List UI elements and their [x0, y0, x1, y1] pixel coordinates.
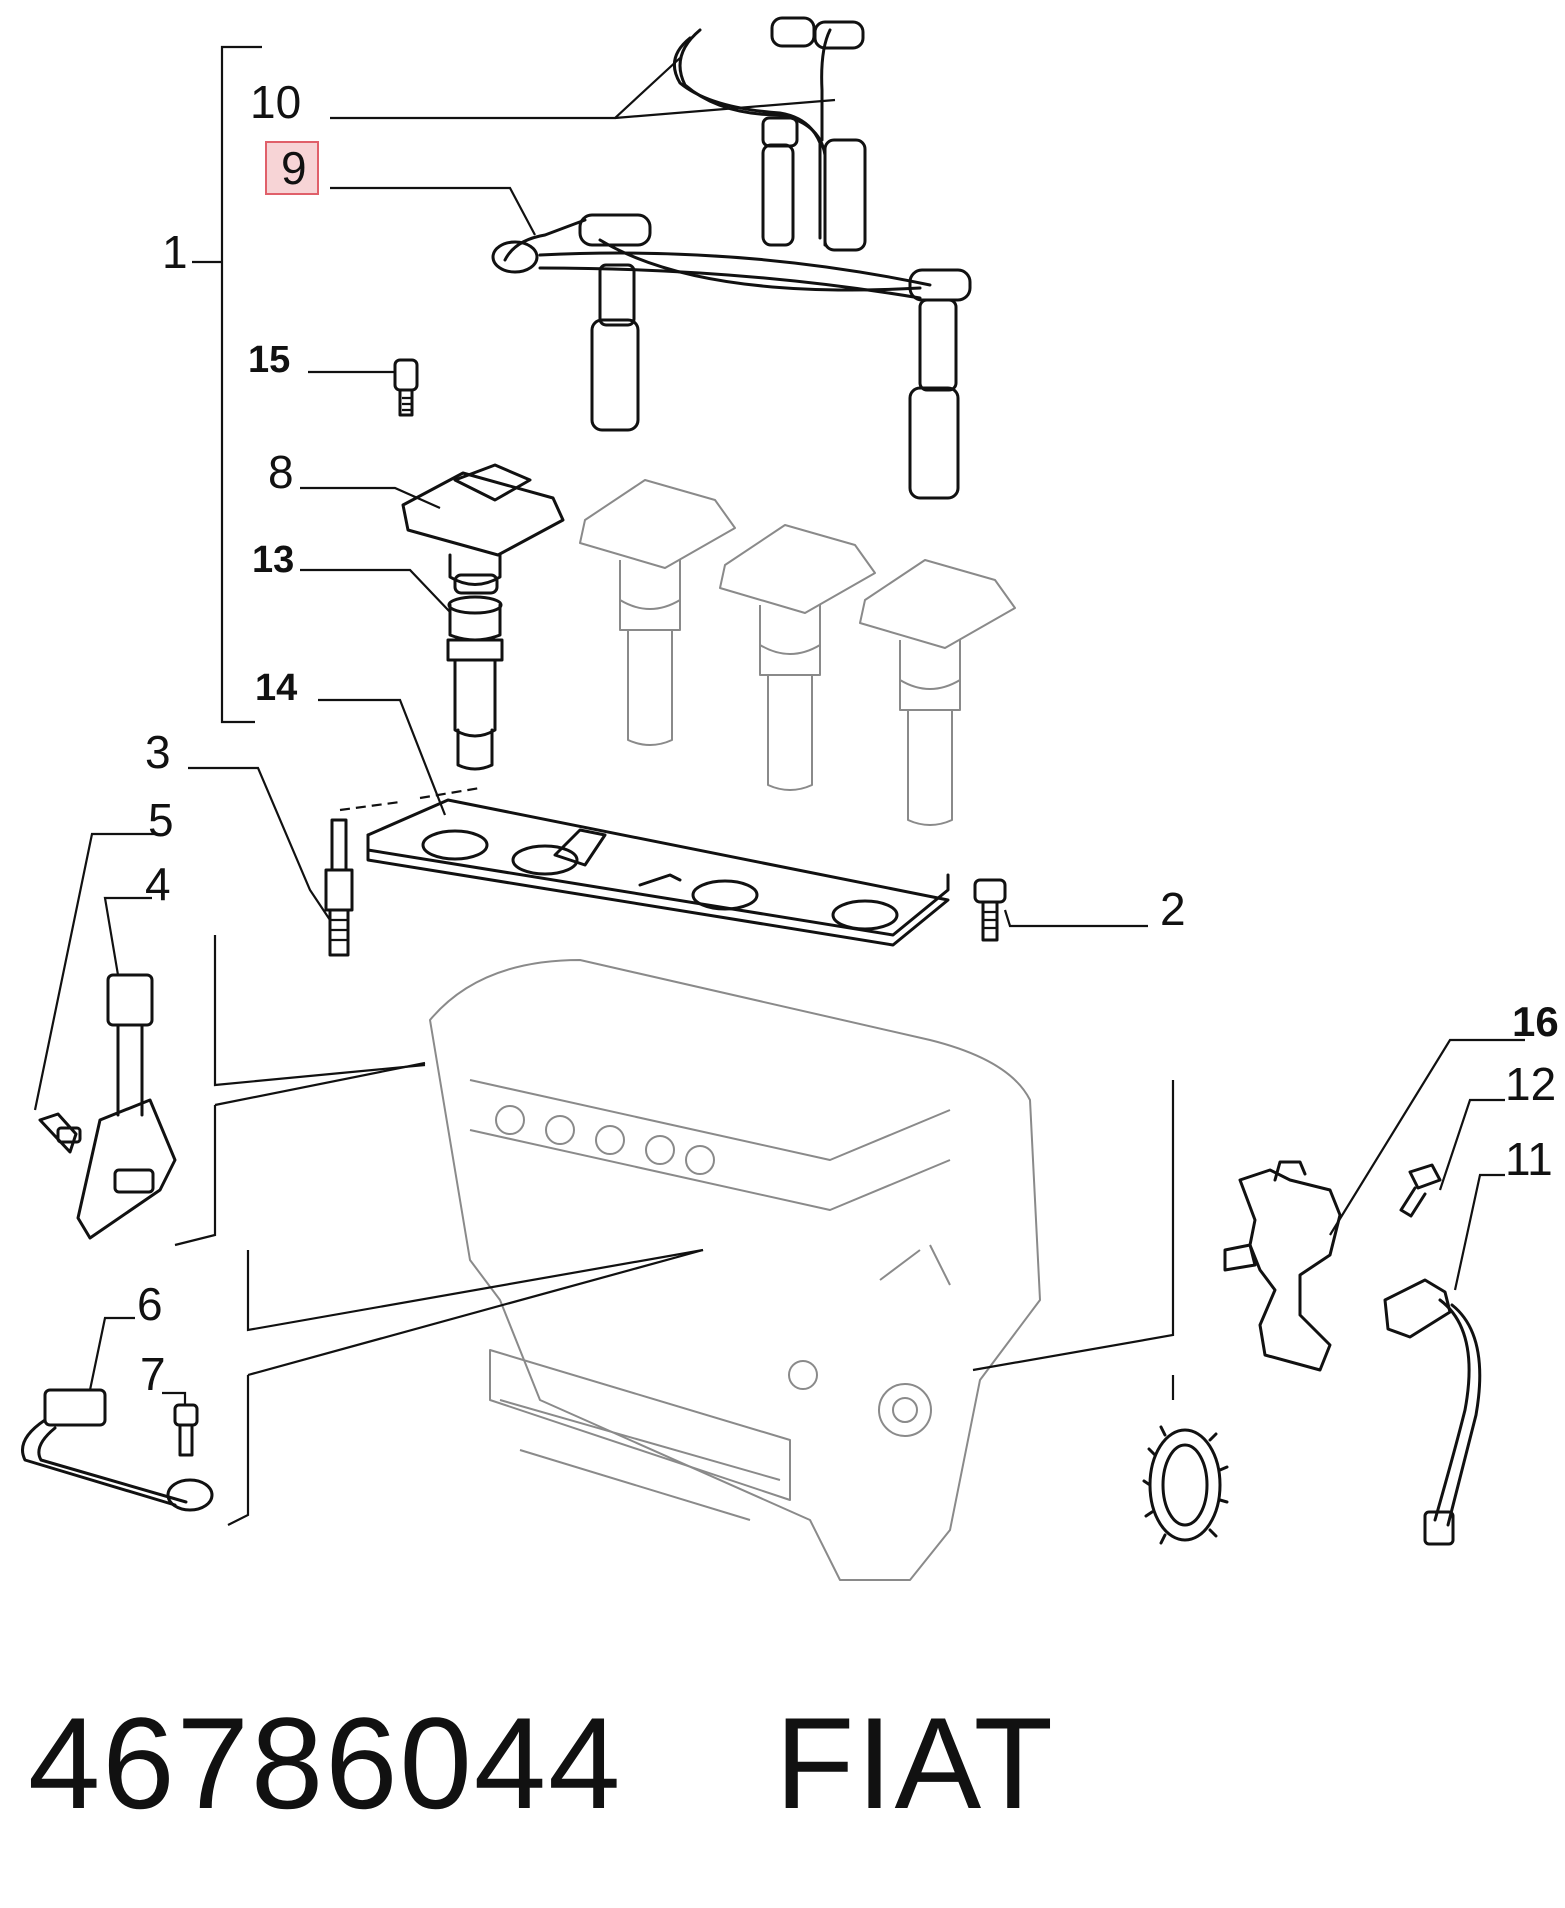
callout-16: 16: [1512, 998, 1559, 1045]
engine-block: [429, 959, 1041, 1581]
callout-4: 4: [145, 858, 171, 910]
knock-sensor-6: [21, 1388, 214, 1512]
callout-5: 5: [148, 794, 174, 846]
bolt-12: [1399, 1163, 1442, 1218]
sensor-11: [1383, 1278, 1482, 1546]
callout-6: 6: [137, 1278, 163, 1330]
ignition-cable-10: [672, 16, 867, 252]
sensor-4: [76, 973, 177, 1240]
callout-10: 10: [250, 76, 301, 128]
callout-3: 3: [145, 726, 171, 778]
ghost-coil-2: [579, 479, 736, 746]
ignition-coil-8: [401, 463, 565, 595]
spark-plug-3: [324, 818, 354, 957]
bolt-7: [173, 1403, 199, 1457]
callout-leaders: [33, 57, 1525, 1405]
callout-2: 2: [1160, 883, 1186, 935]
sensor-bracket-16: [1223, 1160, 1342, 1372]
bolt-2: [973, 878, 1007, 942]
ghost-coil-3: [719, 524, 876, 791]
timing-gear: [1142, 1425, 1229, 1545]
screw-5: [38, 1112, 82, 1154]
callout-9-highlight: [265, 141, 319, 195]
coil-plate-14: [366, 798, 950, 947]
bracket-group-1: [192, 45, 262, 724]
callout-12: 12: [1505, 1058, 1556, 1110]
callout-14: 14: [255, 667, 297, 709]
ghost-coil-4: [859, 559, 1016, 826]
brand-name: FIAT: [775, 1690, 1055, 1836]
ignition-cable-9: [491, 213, 972, 500]
screw-15: [393, 358, 419, 417]
callout-1: 1: [162, 226, 188, 278]
part-number: 46786044: [28, 1690, 623, 1836]
dashed-guide: [339, 786, 481, 812]
callout-13: 13: [252, 539, 294, 581]
engine-brackets: [174, 935, 1175, 1526]
callout-9: 9: [281, 142, 307, 194]
callout-11: 11: [1505, 1133, 1553, 1185]
coil-seal-13: [446, 595, 504, 771]
callout-7: 7: [140, 1348, 166, 1400]
callout-8: 8: [268, 446, 294, 498]
callout-15: 15: [248, 339, 290, 381]
